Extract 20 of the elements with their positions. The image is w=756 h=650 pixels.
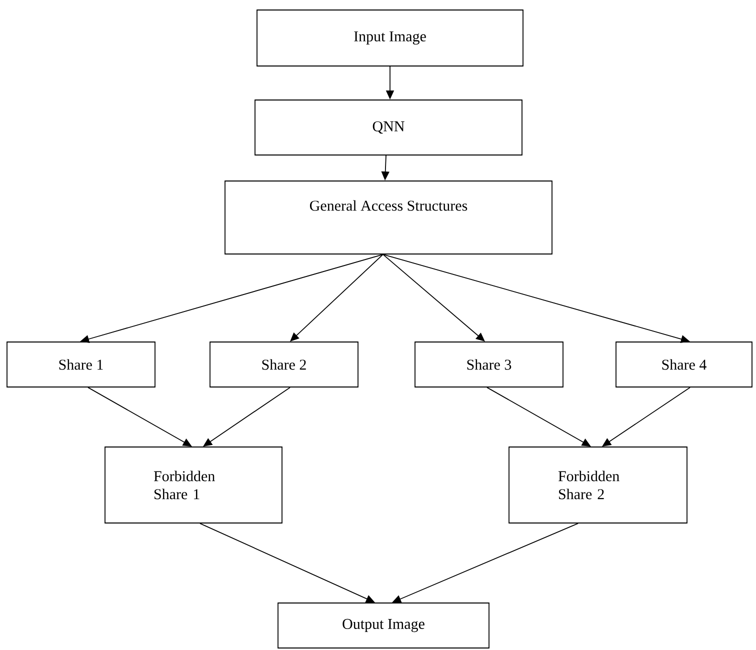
process-box: [254, 100, 522, 156]
node-label: Share 1: [59, 359, 103, 370]
process-box: [278, 602, 490, 648]
node-label: Share 3: [467, 359, 512, 370]
node-label: Forbidden Share 1: [154, 470, 215, 500]
process-box: [104, 446, 282, 524]
process-box: [508, 446, 688, 524]
process-box: [6, 342, 156, 388]
node-label: Forbidden Share 2: [558, 470, 620, 500]
process-box: [224, 180, 552, 254]
process-box: [414, 342, 564, 388]
node-label: General Access Structures: [310, 200, 468, 211]
process-box: [210, 342, 358, 388]
node-label: Output Image: [342, 618, 424, 632]
node-label: Input Image: [354, 31, 426, 45]
process-box: [256, 10, 524, 66]
node-label: Share 4: [662, 359, 706, 370]
process-box: [616, 342, 752, 388]
node-label: QNN: [372, 121, 404, 134]
node-label: Share 2: [262, 359, 306, 370]
